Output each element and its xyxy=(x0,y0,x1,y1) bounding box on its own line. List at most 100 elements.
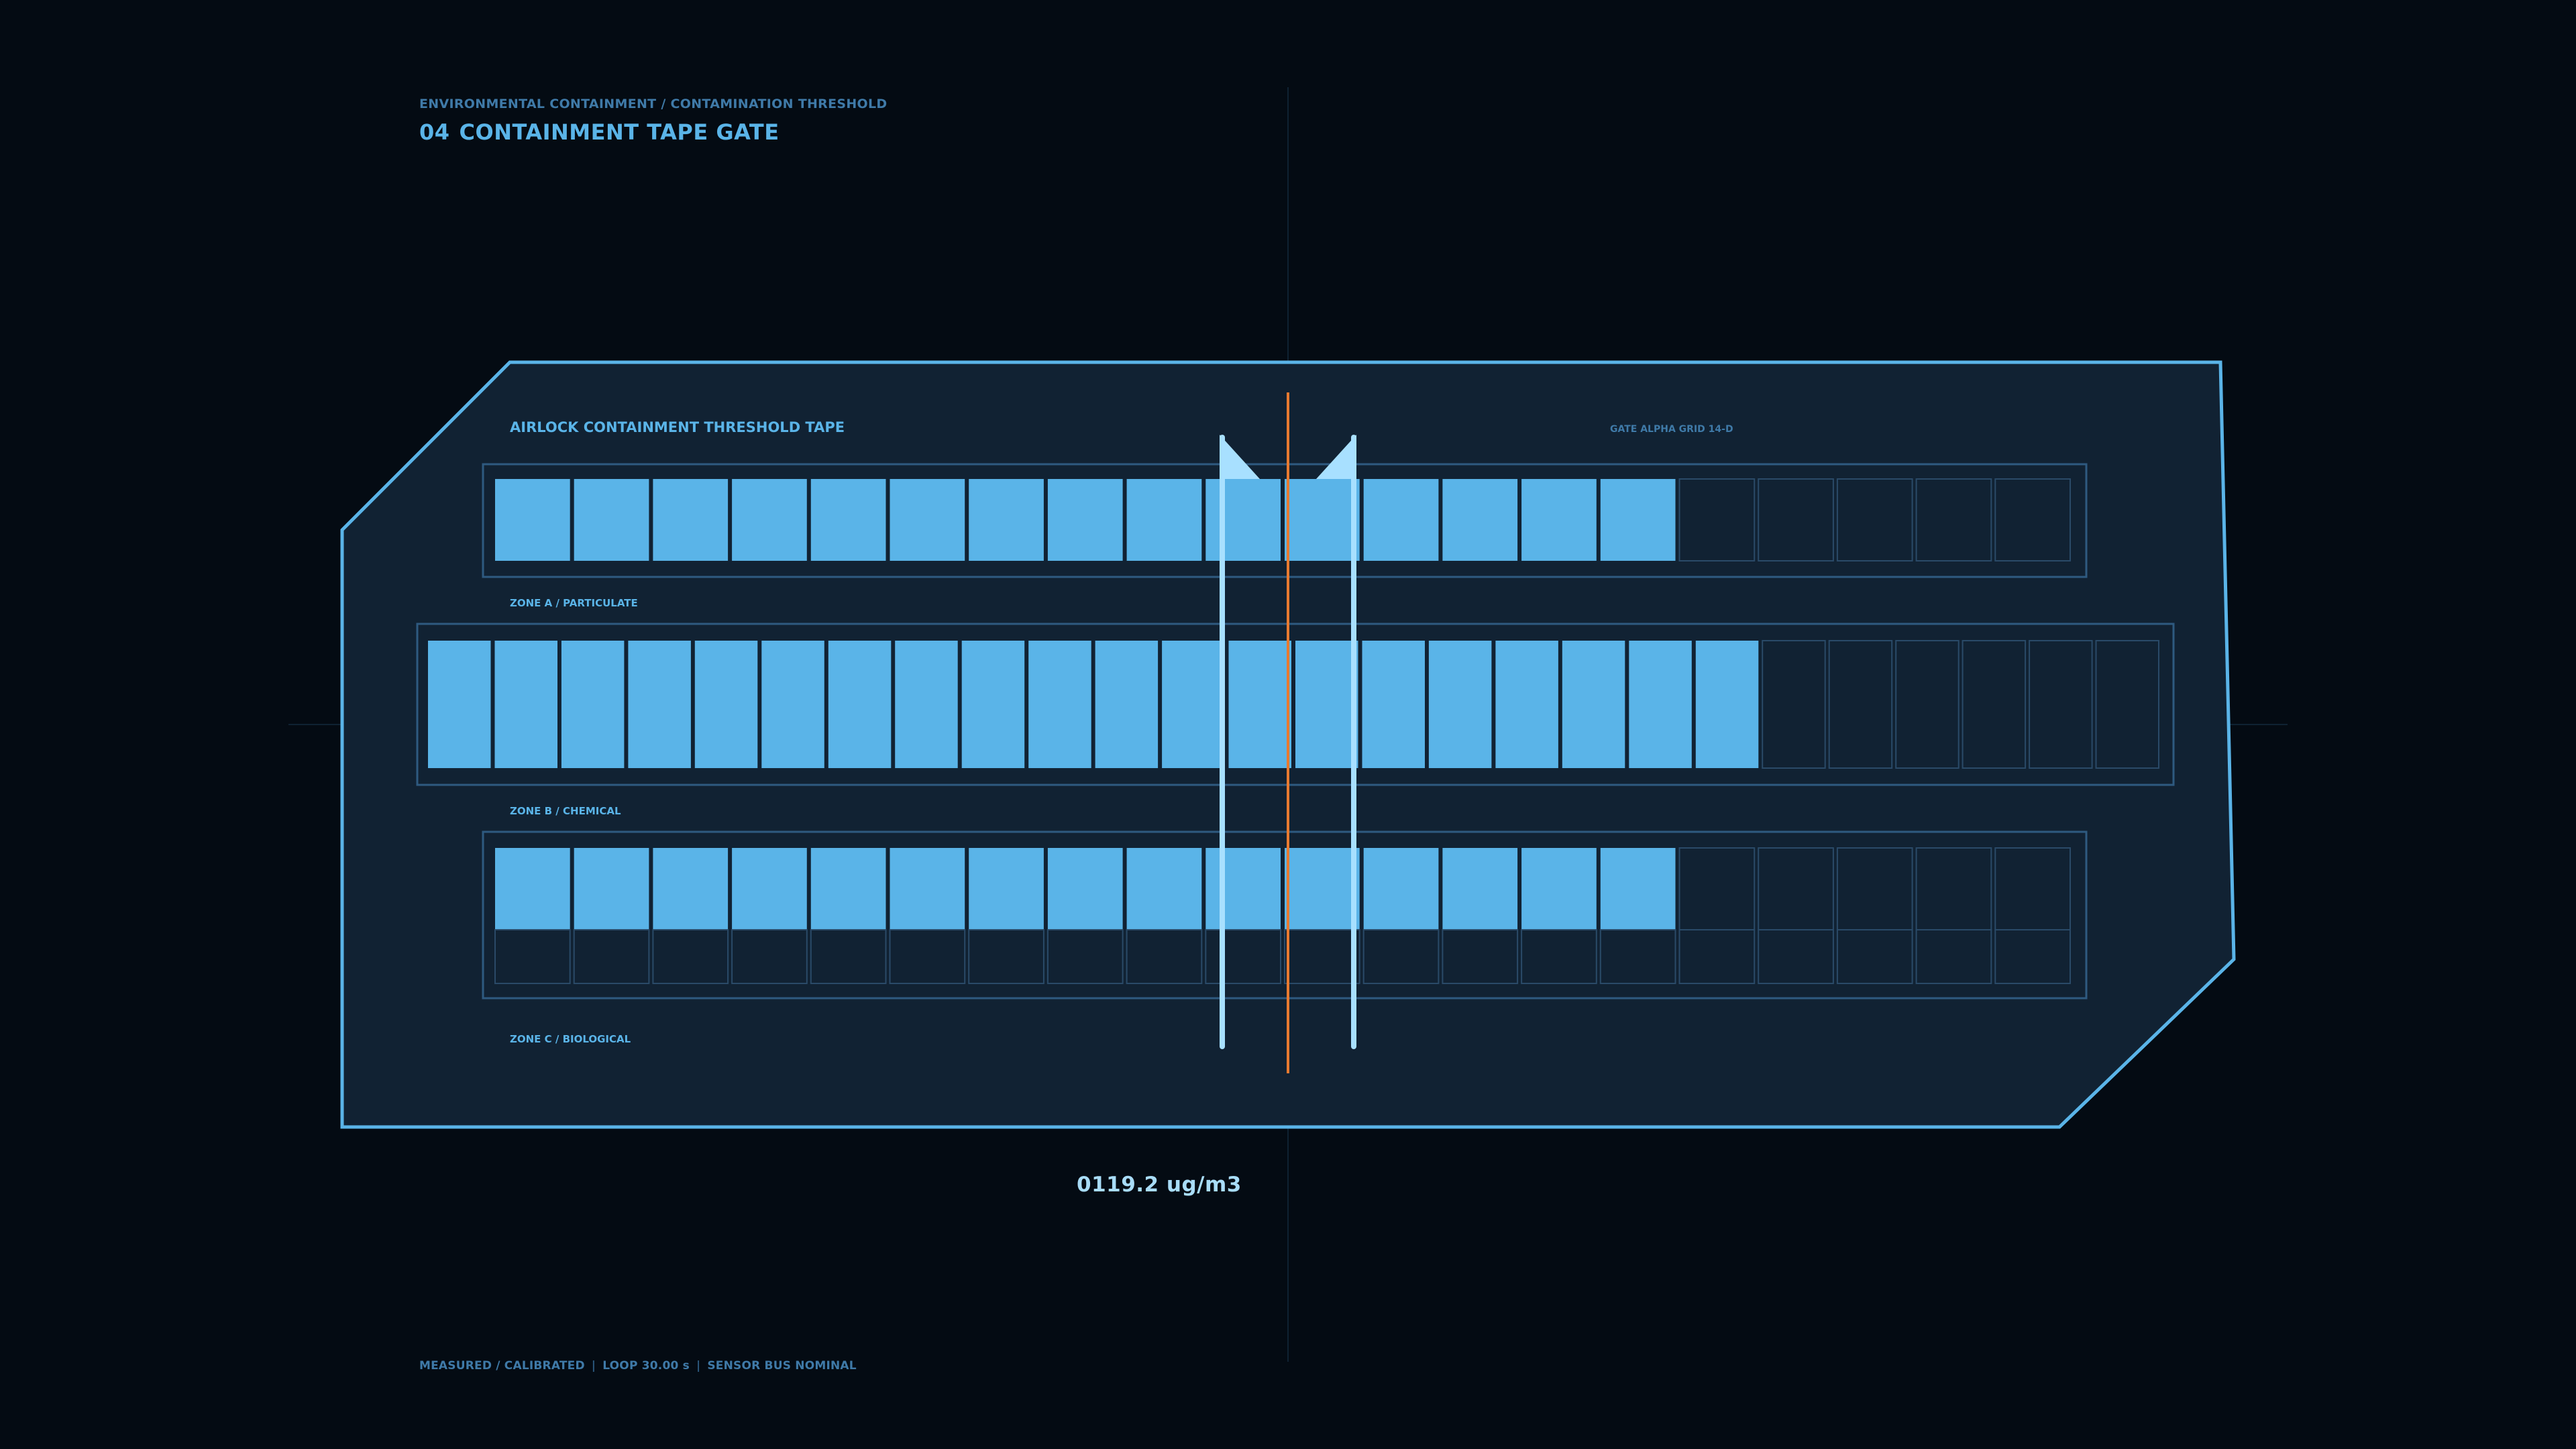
tape-cell-filled xyxy=(574,479,649,561)
tape-cell-filled xyxy=(810,848,886,930)
tape-cell-empty xyxy=(2095,640,2159,769)
tape-cell-filled xyxy=(1442,479,1518,561)
tape-subcell xyxy=(1521,929,1597,984)
tape-cell-empty xyxy=(1962,640,2027,769)
footer-separator: | xyxy=(591,1359,596,1373)
tape-cell-filled xyxy=(1205,848,1281,930)
tape-cell-filled xyxy=(1363,479,1439,561)
tape-cell-filled xyxy=(1285,479,1360,561)
tape-subcell xyxy=(1205,929,1282,984)
tape-cell-filled xyxy=(1363,848,1439,930)
tape-cell-filled xyxy=(732,848,807,930)
tape-subcell xyxy=(810,929,887,984)
tape-subcell xyxy=(731,929,808,984)
tape-cell-filled xyxy=(828,641,892,768)
tape-cell-filled xyxy=(1600,848,1676,930)
tape-cell-filled xyxy=(961,641,1025,768)
tape-cell-filled xyxy=(1285,848,1360,930)
tape-subcell xyxy=(968,929,1044,984)
tape-cell-filled xyxy=(1047,479,1123,561)
tape-subcell xyxy=(1599,929,1676,984)
tape-cell-filled xyxy=(1362,641,1425,768)
panel-title: AIRLOCK CONTAINMENT THRESHOLD TAPE xyxy=(510,419,845,435)
page-number: 04 xyxy=(419,119,450,145)
zone-c-tape-frame xyxy=(482,830,2088,1000)
tape-cell-filled xyxy=(1047,848,1123,930)
tape-cell-filled xyxy=(1521,479,1597,561)
tape-cell-filled xyxy=(653,848,729,930)
tape-cell-filled xyxy=(1126,479,1202,561)
tape-cell-filled xyxy=(810,479,886,561)
tape-cell-filled xyxy=(969,848,1044,930)
tape-subcell xyxy=(1126,929,1203,984)
tape-cell-filled xyxy=(495,848,570,930)
tape-cell-filled xyxy=(494,641,557,768)
status-footer: MEASURED / CALIBRATED|LOOP 30.00 s|SENSO… xyxy=(419,1359,857,1373)
tape-cell-filled xyxy=(1629,641,1692,768)
tape-subcell xyxy=(573,929,650,984)
tape-cell-filled xyxy=(1228,641,1291,768)
tape-cell-filled xyxy=(761,641,824,768)
tape-cell-filled xyxy=(732,479,807,561)
zone-c-cells xyxy=(494,847,2072,984)
tape-subcell xyxy=(1994,929,2072,984)
tape-cell-empty xyxy=(1758,478,1834,561)
tape-cell-empty xyxy=(1994,478,2072,561)
footer-loop: LOOP 30.00 s xyxy=(602,1359,690,1373)
tape-cell-filled xyxy=(1028,641,1091,768)
tape-cell-filled xyxy=(628,641,691,768)
tape-cell-filled xyxy=(1095,641,1159,768)
tape-cell-empty xyxy=(1915,478,1992,561)
right-gate-post[interactable] xyxy=(1316,435,1356,1049)
left-gate-flag xyxy=(1220,435,1260,479)
tape-subcell xyxy=(1836,929,1913,984)
tape-cell-filled xyxy=(428,641,491,768)
tape-subcell xyxy=(1678,929,1756,984)
tape-cell-filled xyxy=(1442,848,1518,930)
tape-cell-filled xyxy=(1521,848,1597,930)
page-title: 04 CONTAINMENT TAPE GATE xyxy=(419,119,780,145)
zone-c-label: ZONE C / BIOLOGICAL xyxy=(510,1033,631,1045)
tape-cell-filled xyxy=(1600,479,1676,561)
tape-subcell xyxy=(1046,929,1124,984)
tape-cell-empty xyxy=(1836,478,1913,561)
tape-subcell xyxy=(1362,929,1440,984)
tape-cell-filled xyxy=(694,641,758,768)
tape-subcell xyxy=(1284,929,1360,984)
tape-cell-filled xyxy=(890,848,965,930)
tape-cell-empty xyxy=(2029,640,2093,769)
zone-b-tape-frame xyxy=(416,623,2175,786)
tape-cell-filled xyxy=(890,479,965,561)
right-gate-flag xyxy=(1316,435,1356,479)
zone-b-label: ZONE B / CHEMICAL xyxy=(510,805,621,817)
tape-cell-empty xyxy=(1678,478,1756,561)
tape-cell-filled xyxy=(1162,641,1225,768)
tape-subcell xyxy=(1915,929,1992,984)
tape-subcell xyxy=(1758,929,1834,984)
tape-cell-empty xyxy=(1828,640,1893,769)
tape-cell-empty xyxy=(1762,640,1826,769)
tape-cell-filled xyxy=(895,641,958,768)
tape-cell-empty xyxy=(1895,640,1960,769)
tape-cell-filled xyxy=(1562,641,1625,768)
tape-cell-filled xyxy=(1695,641,1759,768)
tape-cell-filled xyxy=(969,479,1044,561)
tape-cell-filled xyxy=(1495,641,1558,768)
grid-label: GATE ALPHA GRID 14-D xyxy=(1610,424,1733,435)
tape-subcell xyxy=(652,929,729,984)
tape-subcell xyxy=(889,929,966,984)
page-title-text: CONTAINMENT TAPE GATE xyxy=(459,119,780,145)
tape-cell-filled xyxy=(1428,641,1492,768)
left-gate-post[interactable] xyxy=(1220,435,1260,1049)
tape-cell-filled xyxy=(1205,479,1281,561)
tape-cell-filled xyxy=(653,479,729,561)
tape-subcell xyxy=(494,929,571,984)
footer-separator: | xyxy=(696,1359,701,1373)
breadcrumb: ENVIRONMENTAL CONTAINMENT / CONTAMINATIO… xyxy=(419,97,888,111)
zone-a-label: ZONE A / PARTICULATE xyxy=(510,597,638,609)
footer-mode: MEASURED / CALIBRATED xyxy=(419,1359,585,1373)
concentration-readout: 0119.2 ug/m3 xyxy=(1077,1173,1242,1197)
tape-cell-filled xyxy=(574,848,649,930)
zone-b-cells xyxy=(428,640,2159,769)
